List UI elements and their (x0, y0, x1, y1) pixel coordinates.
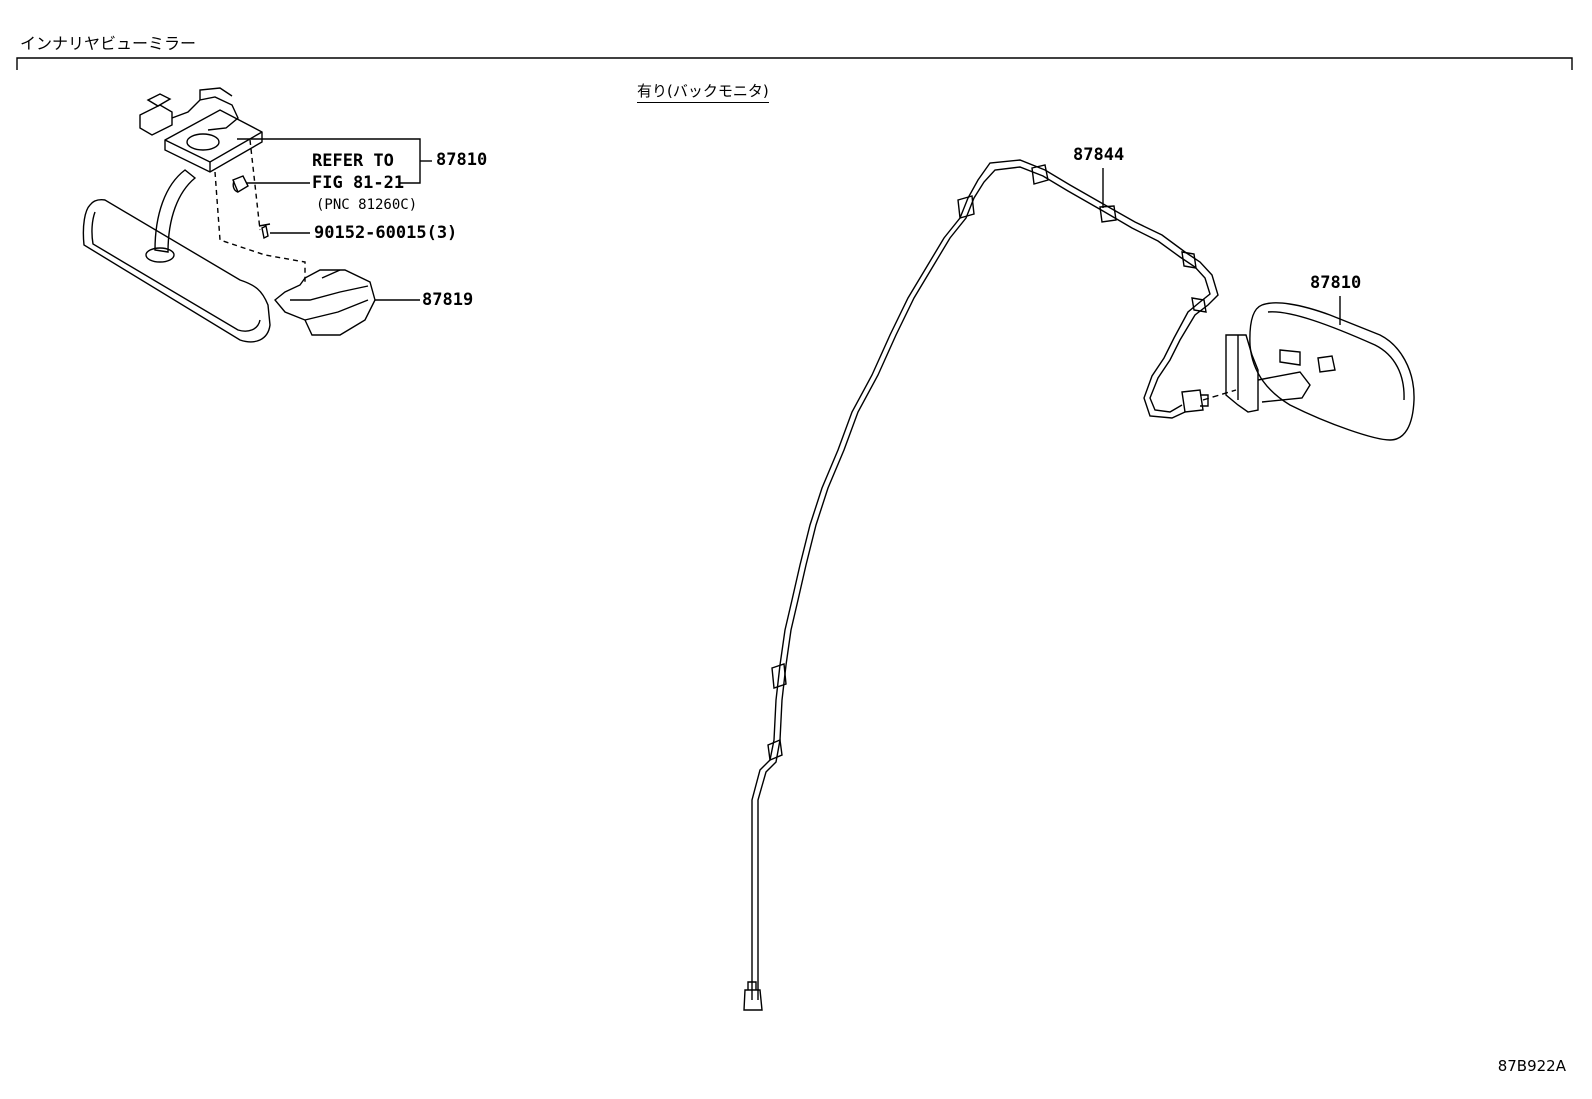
cover-87819 (274, 269, 376, 336)
mirror-assembly-right (1202, 302, 1415, 441)
part-number-87844[interactable]: 87844 (1073, 145, 1125, 165)
part-number-87819[interactable]: 87819 (422, 290, 474, 310)
mirror-connector-right (1181, 389, 1204, 413)
part-number-87810-left[interactable]: 87810 (436, 150, 488, 170)
refer-pnc-label: (PNC 81260C) (316, 197, 418, 213)
harness-end-connector (743, 989, 763, 1011)
dashed-guide (249, 139, 261, 231)
mirror-mount-right (1225, 334, 1259, 413)
mirror-assembly-left (82, 87, 376, 343)
harness-87844 (743, 159, 1219, 1011)
connector-left (139, 104, 173, 136)
section-frame (16, 57, 1573, 70)
dashed-guide (214, 171, 306, 285)
refer-label-line1: REFER TO (312, 151, 394, 171)
mirror-stem (154, 169, 197, 253)
part-number-87810-right[interactable]: 87810 (1310, 273, 1362, 293)
section-subtitle: 有り(バックモニタ) (637, 80, 769, 103)
bulb-icon (232, 175, 249, 194)
refer-label-line2: FIG 81-21 (312, 173, 405, 193)
mount-base (164, 109, 263, 173)
mirror-glass-left (82, 199, 271, 343)
diagram-id: 87B922A (1497, 1057, 1566, 1075)
mirror-glass-right (1249, 302, 1415, 441)
page-title: インナリヤビューミラー (20, 34, 197, 53)
part-number-screw[interactable]: 90152-60015(3) (314, 223, 458, 243)
screw-icon (258, 223, 271, 240)
